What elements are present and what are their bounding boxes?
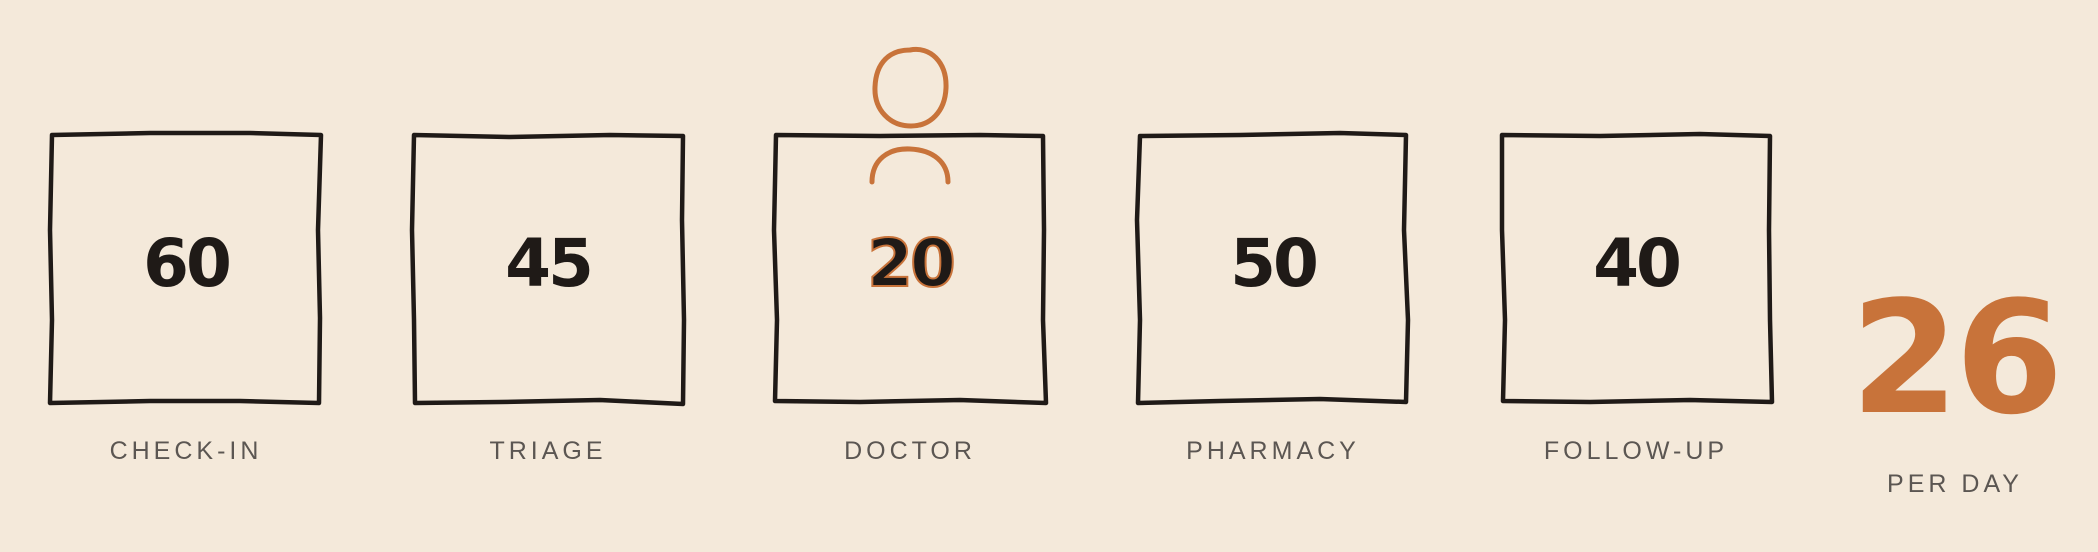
step-doctor: 20 DOCTOR [770, 130, 1050, 510]
step-value: 60 [143, 225, 232, 302]
step-label: FOLLOW-UP [1543, 437, 1729, 465]
throughput-label: PER DAY [1887, 470, 2023, 498]
step-value-bottleneck: 20 [866, 224, 957, 303]
step-value: 45 [505, 225, 594, 302]
step-follow-up: 40 FOLLOW-UP [1496, 130, 1776, 510]
step-pharmacy: 50 PHARMACY [1133, 130, 1413, 510]
step-label: PHARMACY [1186, 437, 1360, 465]
throughput-value: 26 [1850, 267, 2063, 449]
step-label: CHECK-IN [109, 437, 263, 465]
step-value: 50 [1230, 225, 1319, 302]
step-triage: 45 TRIAGE [408, 130, 688, 510]
step-value: 40 [1593, 225, 1682, 302]
step-label: TRIAGE [489, 437, 607, 465]
step-check-in: 60 CHECK-IN [46, 130, 326, 510]
step-label: DOCTOR [844, 437, 976, 465]
